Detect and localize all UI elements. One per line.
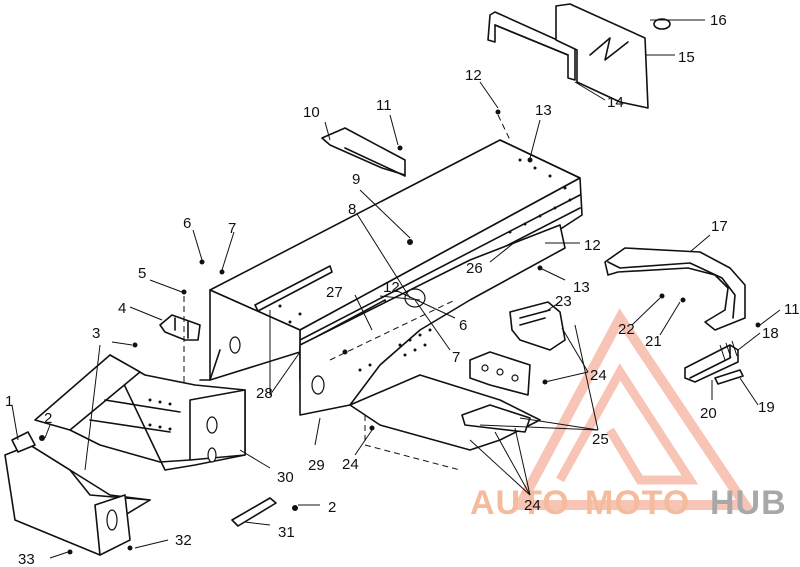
callout-24-left: 24 xyxy=(342,456,359,473)
callout-26: 26 xyxy=(466,260,483,277)
callout-32: 32 xyxy=(175,532,192,549)
callout-4: 4 xyxy=(118,300,126,317)
bar-part-31 xyxy=(231,497,277,527)
callout-18: 18 xyxy=(762,325,779,342)
watermark-word-moto: MOTO xyxy=(585,484,690,522)
callout-21: 21 xyxy=(645,333,662,350)
callout-2-left: 2 xyxy=(44,410,52,427)
callout-13-top: 13 xyxy=(535,102,552,119)
callout-33: 33 xyxy=(18,551,35,567)
callout-20: 20 xyxy=(700,405,717,422)
callout-31: 31 xyxy=(278,524,295,541)
callout-29: 29 xyxy=(308,457,325,474)
callout-labels: 1 2 2 3 4 5 6 6 7 7 8 9 10 11 11 12 12 1… xyxy=(5,12,800,567)
callout-28: 28 xyxy=(256,385,273,402)
callout-27: 27 xyxy=(326,284,343,301)
callout-12-center: 12 xyxy=(383,279,400,296)
callout-12-top: 12 xyxy=(465,67,482,84)
callout-16: 16 xyxy=(710,12,727,29)
callout-5: 5 xyxy=(138,265,146,282)
watermark-triangle-inner xyxy=(556,363,699,485)
callout-10: 10 xyxy=(303,104,320,121)
rear-plate-part-14 xyxy=(487,11,576,81)
leader-lines xyxy=(11,19,781,559)
callout-11-top: 11 xyxy=(376,97,392,114)
tunnel-assembly xyxy=(199,139,583,471)
front-frame-assembly xyxy=(4,354,246,556)
bracket-part-20 xyxy=(684,340,739,383)
callout-1: 1 xyxy=(5,393,13,410)
callout-7-left: 7 xyxy=(228,220,236,237)
callout-6-right: 6 xyxy=(459,317,467,334)
callout-23: 23 xyxy=(555,293,572,310)
watermark-word-auto: AUTO xyxy=(470,484,570,522)
callout-8: 8 xyxy=(348,201,356,218)
watermark-logo: AUTO MOTO HUB xyxy=(470,308,787,522)
pin-part-19 xyxy=(714,369,744,385)
callout-30: 30 xyxy=(277,469,294,486)
bracket-assembly-part-25 xyxy=(461,351,531,433)
callout-25: 25 xyxy=(592,431,609,448)
callout-14: 14 xyxy=(607,94,624,111)
callout-22: 22 xyxy=(618,321,635,338)
mudflap-part-15 xyxy=(555,3,649,109)
watermark-triangle-outer xyxy=(511,308,755,510)
bracket-part-4 xyxy=(159,314,201,341)
callout-2-right: 2 xyxy=(328,499,336,516)
rear-bumper-part-17 xyxy=(604,247,746,331)
callout-6-left: 6 xyxy=(183,215,191,232)
callout-12-mid: 12 xyxy=(584,237,601,254)
callout-19: 19 xyxy=(758,399,775,416)
callout-24-right: 24 xyxy=(590,367,607,384)
callout-11-right: 11 xyxy=(784,301,800,318)
watermark-word-hub: HUB xyxy=(710,484,787,522)
callout-3: 3 xyxy=(92,325,100,342)
callout-15: 15 xyxy=(678,49,695,66)
bracket-part-23 xyxy=(509,301,566,351)
bracket-part-10 xyxy=(321,127,406,177)
callout-7-right: 7 xyxy=(452,349,460,366)
callout-9: 9 xyxy=(352,171,360,188)
callout-13-mid: 13 xyxy=(573,279,590,296)
callout-24-bottom: 24 xyxy=(524,497,541,514)
callout-17: 17 xyxy=(711,218,728,235)
fastener-part-16 xyxy=(653,18,671,30)
